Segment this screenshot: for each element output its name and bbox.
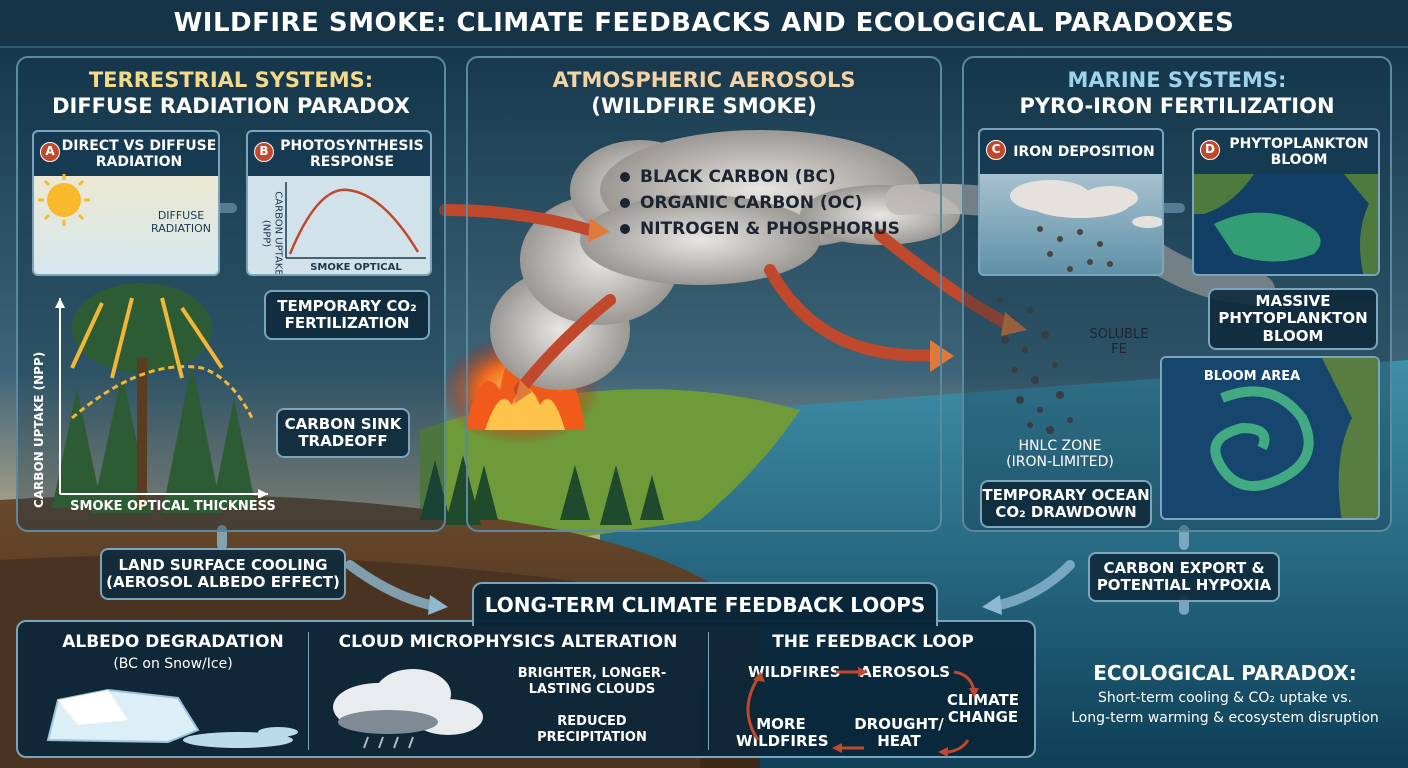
panel-d-phytoplankton-bloom: D PHYTOPLANKTON BLOOM — [1192, 128, 1380, 276]
loop-step-drought-heat: DROUGHT/ HEAT — [854, 715, 944, 750]
component-nitrogen-phosphorus: NITROGEN & PHOSPHORUS — [620, 216, 900, 242]
atmospheric-heading-line1: ATMOSPHERIC AEROSOLS — [552, 68, 856, 92]
cloud-icon — [1010, 180, 1162, 272]
terrestrial-panel: TERRESTRIAL SYSTEMS: DIFFUSE RADIATION P… — [16, 56, 446, 532]
panel-c-iron-deposition: C IRON DEPOSITION — [978, 128, 1164, 276]
panel-a-title: A DIRECT VS DIFFUSE RADIATION — [34, 132, 218, 176]
loop-step-wildfires: WILDFIRES — [748, 663, 841, 681]
panel-d-title: D PHYTOPLANKTON BLOOM — [1194, 130, 1378, 174]
loop-step-climate-change: CLIMATE CHANGE — [947, 691, 1019, 726]
land-surface-cooling-box: LAND SURFACE COOLING (AEROSOL ALBEDO EFF… — [100, 548, 346, 600]
terrestrial-heading-line2: DIFFUSE RADIATION PARADOX — [52, 94, 410, 118]
hnlc-zone-label: HNLC ZONE (IRON-LIMITED) — [1006, 438, 1114, 471]
marine-panel: MARINE SYSTEMS: PYRO-IRON FERTILIZATION … — [962, 56, 1392, 532]
diffuse-radiation-label: DIFFUSE RADIATION — [151, 209, 211, 235]
forest-radiation-graphic — [52, 283, 256, 513]
badge-c: C — [986, 140, 1006, 160]
loop-step-aerosols: AEROSOLS — [860, 663, 951, 681]
component-organic-carbon: ORGANIC CARBON (OC) — [620, 190, 900, 216]
title-bar: WILDFIRE SMOKE: CLIMATE FEEDBACKS AND EC… — [0, 0, 1408, 48]
panel-b-xlabel: SMOKE OPTICAL THICKNESS — [310, 262, 402, 274]
big-chart-xlabel: SMOKE OPTICAL THICKNESS — [70, 499, 276, 514]
loop-step-more-wildfires: MORE WILDFIRES — [736, 715, 829, 750]
atmospheric-heading-line2: (WILDFIRE SMOKE) — [591, 94, 817, 118]
feedback-loops-panel: ALBEDO DEGRADATION (BC on Snow/Ice) CLOU… — [16, 620, 1036, 758]
carbon-export-hypoxia-box: CARBON EXPORT & POTENTIAL HYPOXIA — [1088, 552, 1280, 602]
feedback-loop-title: THE FEEDBACK LOOP — [772, 632, 974, 652]
panel-a-direct-vs-diffuse: A DIRECT VS DIFFUSE RADIATION DIFFUSE RA… — [32, 130, 220, 276]
cloud-effect-reduced-precip: REDUCED PRECIPITATION — [537, 714, 647, 746]
massive-phytoplankton-bloom-box: MASSIVE PHYTOPLANKTON BLOOM — [1208, 288, 1378, 350]
divider-1 — [308, 632, 309, 750]
feedback-heading-tab: LONG-TERM CLIMATE FEEDBACK LOOPS — [472, 582, 938, 626]
sun-icon — [38, 174, 90, 226]
npp-response-curve — [288, 188, 420, 255]
feedback-loop-arrows — [746, 667, 979, 757]
badge-b: B — [254, 142, 274, 162]
big-chart-ylabel: CARBON UPTAKE (NPP) — [32, 351, 47, 509]
paradox-line1: Short-term cooling & CO₂ uptake vs. — [1098, 690, 1352, 706]
badge-d: D — [1200, 140, 1220, 160]
page-title: WILDFIRE SMOKE: CLIMATE FEEDBACKS AND EC… — [173, 8, 1235, 38]
carbon-sink-tradeoff-box: CARBON SINK TRADEOFF — [276, 408, 410, 458]
divider-2 — [708, 632, 709, 750]
panel-b-title: B PHOTOSYNTHESIS RESPONSE — [248, 132, 430, 176]
albedo-degradation-subtitle: (BC on Snow/Ice) — [113, 656, 233, 672]
bloom-area-satellite — [1162, 358, 1378, 518]
satellite-bloom-map — [1194, 174, 1378, 274]
cloud-effect-brighter: BRIGHTER, LONGER-LASTING CLOUDS — [517, 666, 667, 698]
temporary-co2-fertilization-box: TEMPORARY CO₂ FERTILIZATION — [264, 290, 430, 340]
paradox-line2: Long-term warming & ecosystem disruption — [1071, 710, 1379, 726]
component-black-carbon: BLACK CARBON (BC) — [620, 164, 900, 190]
ice-sheet-icon — [46, 688, 298, 748]
paradox-heading: ECOLOGICAL PARADOX: — [1093, 661, 1357, 685]
temporary-ocean-co2-drawdown-box: TEMPORARY OCEAN CO₂ DRAWDOWN — [980, 480, 1152, 528]
bloom-area-label: BLOOM AREA — [1203, 369, 1301, 384]
badge-a: A — [40, 142, 60, 162]
albedo-degradation-title: ALBEDO DEGRADATION — [62, 632, 284, 652]
cloud-rain-icon — [333, 669, 483, 749]
panel-c-title: C IRON DEPOSITION — [980, 130, 1162, 174]
marine-heading-line2: PYRO-IRON FERTILIZATION — [1019, 94, 1335, 118]
bloom-area-map: BLOOM AREA — [1160, 356, 1380, 520]
big-chart-axes — [55, 298, 268, 498]
marine-heading-line1: MARINE SYSTEMS: — [1067, 68, 1287, 92]
soluble-fe-label: SOLUBLE FE — [1089, 327, 1149, 357]
photosynthesis-curve-chart — [285, 182, 426, 259]
atmospheric-panel: ATMOSPHERIC AEROSOLS (WILDFIRE SMOKE) BL… — [466, 56, 942, 532]
aerosol-components-list: BLACK CARBON (BC) ORGANIC CARBON (OC) NI… — [620, 164, 900, 242]
cloud-microphysics-title: CLOUD MICROPHYSICS ALTERATION — [338, 632, 678, 652]
terrestrial-heading-line1: TERRESTRIAL SYSTEMS: — [88, 68, 374, 92]
panel-b-photosynthesis: B PHOTOSYNTHESIS RESPONSE CARBON UPTAKE … — [246, 130, 432, 276]
